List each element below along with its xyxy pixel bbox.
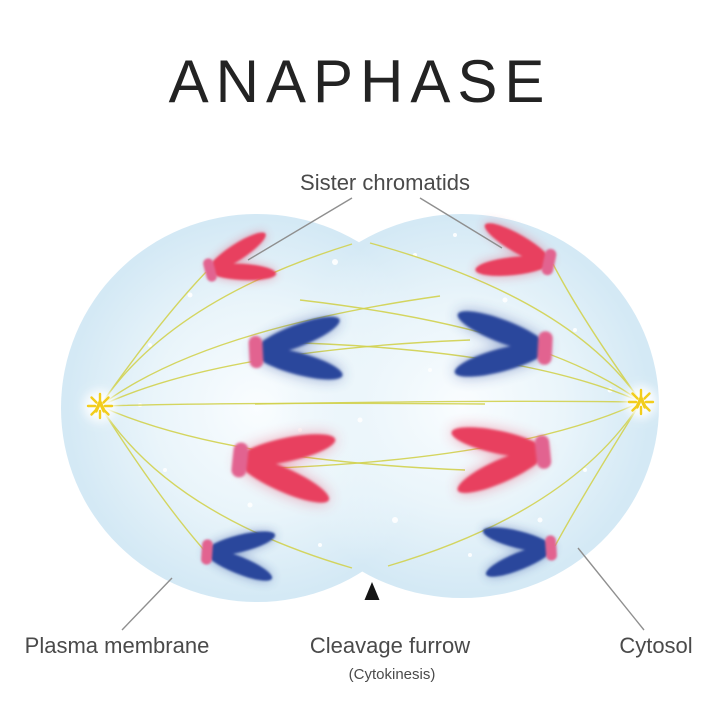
label-cleavage-furrow: Cleavage furrow — [310, 633, 470, 658]
centromere-band — [541, 248, 557, 276]
leader-sister-chromatids-right — [419, 197, 503, 249]
chromatid-red-top-right — [470, 215, 561, 295]
centrosome-right — [625, 386, 657, 418]
aster-rays — [86, 392, 114, 420]
centromere-band — [534, 435, 552, 469]
centrosome-left — [84, 390, 116, 422]
label-cytosol: Cytosol — [619, 633, 692, 658]
leader-lines — [121, 197, 645, 631]
chromatid-blue-bottom-right — [479, 517, 558, 583]
aster-rays — [627, 388, 655, 416]
chromatid-blue-mid-left — [248, 309, 347, 391]
chromatid-red-lower-left — [229, 417, 341, 512]
centromere-band — [537, 331, 553, 365]
leader-sister-chromatids-left — [247, 197, 353, 261]
cell-body — [61, 214, 659, 602]
spindle-fibers-right — [254, 242, 642, 567]
leader-plasma-membrane — [121, 577, 173, 631]
centromere-band — [203, 258, 217, 282]
cleavage-furrow-arrow — [364, 582, 380, 600]
centromere-band — [545, 535, 557, 561]
page-title: ANAPHASE — [169, 48, 552, 115]
label-plasma-membrane: Plasma membrane — [25, 633, 210, 658]
cytosol-region — [67, 218, 650, 598]
label-cytokinesis: (Cytokinesis) — [349, 666, 436, 683]
label-sister-chromatids: Sister chromatids — [300, 170, 470, 195]
centromere-band — [231, 442, 249, 478]
centriole-pair — [635, 393, 647, 409]
cytosol-speckles — [138, 233, 613, 557]
chromatid-red-lower-right — [446, 411, 554, 502]
chromatid-blue-bottom-left — [200, 521, 279, 587]
centromere-band — [201, 539, 213, 565]
chromatid-red-top-left — [198, 225, 281, 299]
leader-cytosol — [577, 547, 645, 631]
centromere-band — [248, 335, 264, 369]
centriole-pair — [94, 397, 106, 413]
chromatid-blue-mid-right — [450, 303, 554, 389]
